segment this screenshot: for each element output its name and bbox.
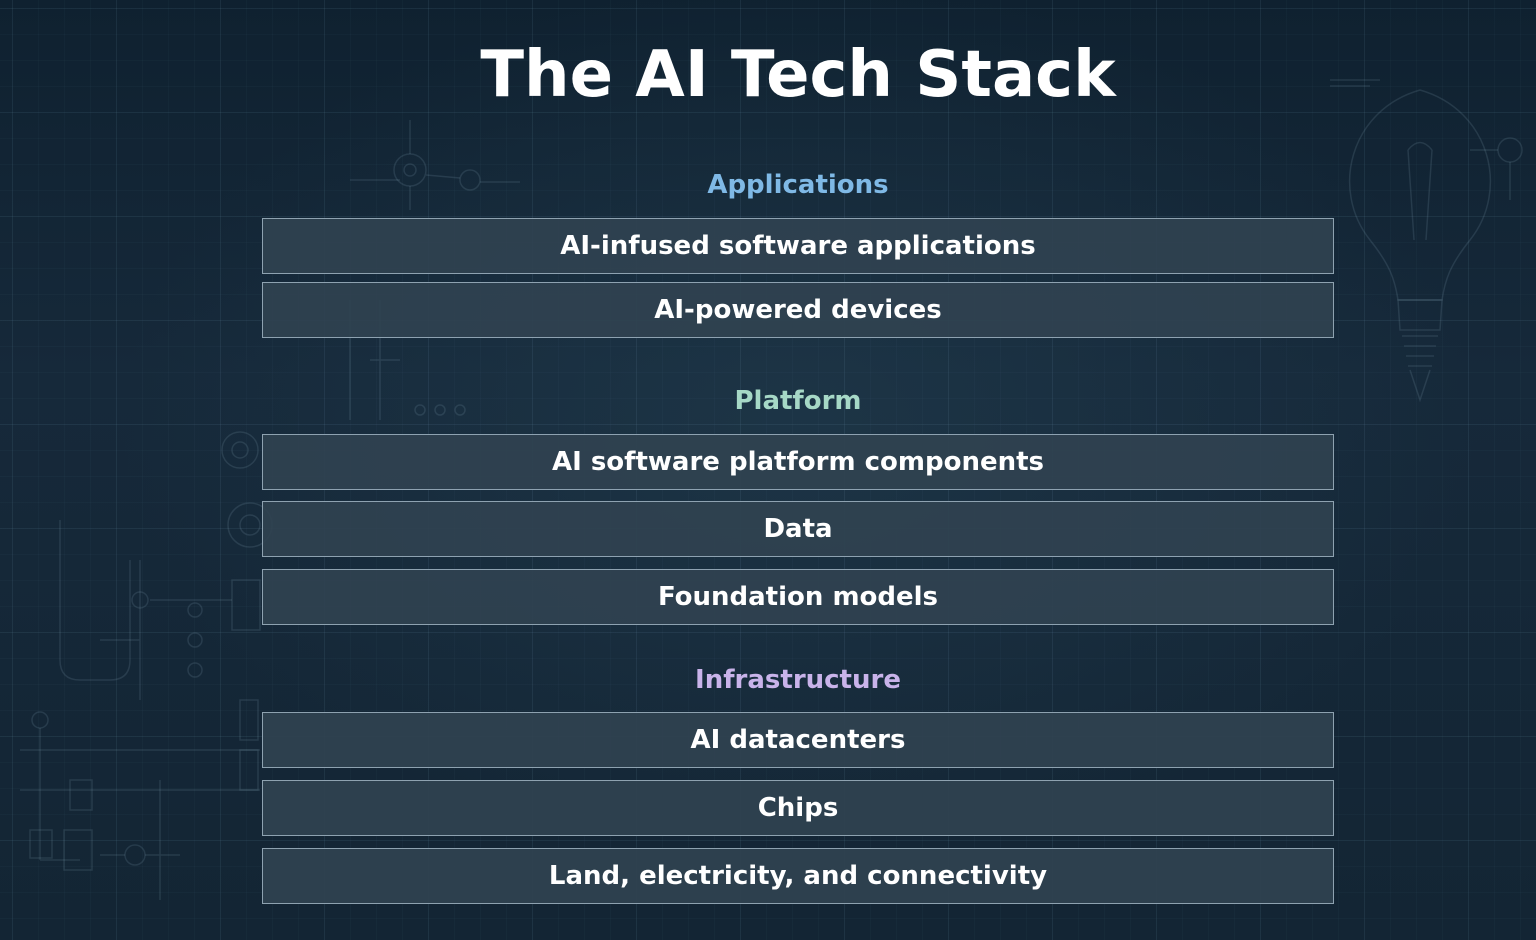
section-label-platform: Platform [734, 386, 862, 416]
section-label-infrastructure: Infrastructure [695, 665, 901, 695]
layer-chips: Chips [262, 780, 1334, 836]
layer-land-electricity-connectivity: Land, electricity, and connectivity [262, 848, 1334, 904]
layer-data: Data [262, 501, 1334, 557]
layer-foundation-models: Foundation models [262, 569, 1334, 625]
machinery-sketch [20, 300, 466, 900]
layer-ai-datacenters: AI datacenters [262, 712, 1334, 768]
lightbulb-sketch [1330, 79, 1523, 403]
layer-ai-infused-software-applications: AI-infused software applications [262, 218, 1334, 274]
layer-ai-software-platform-components: AI software platform components [262, 434, 1334, 490]
page-title: The AI Tech Stack [480, 38, 1116, 112]
gear-sketch [350, 120, 520, 210]
section-label-applications: Applications [707, 170, 889, 200]
layer-ai-powered-devices: AI-powered devices [262, 282, 1334, 338]
